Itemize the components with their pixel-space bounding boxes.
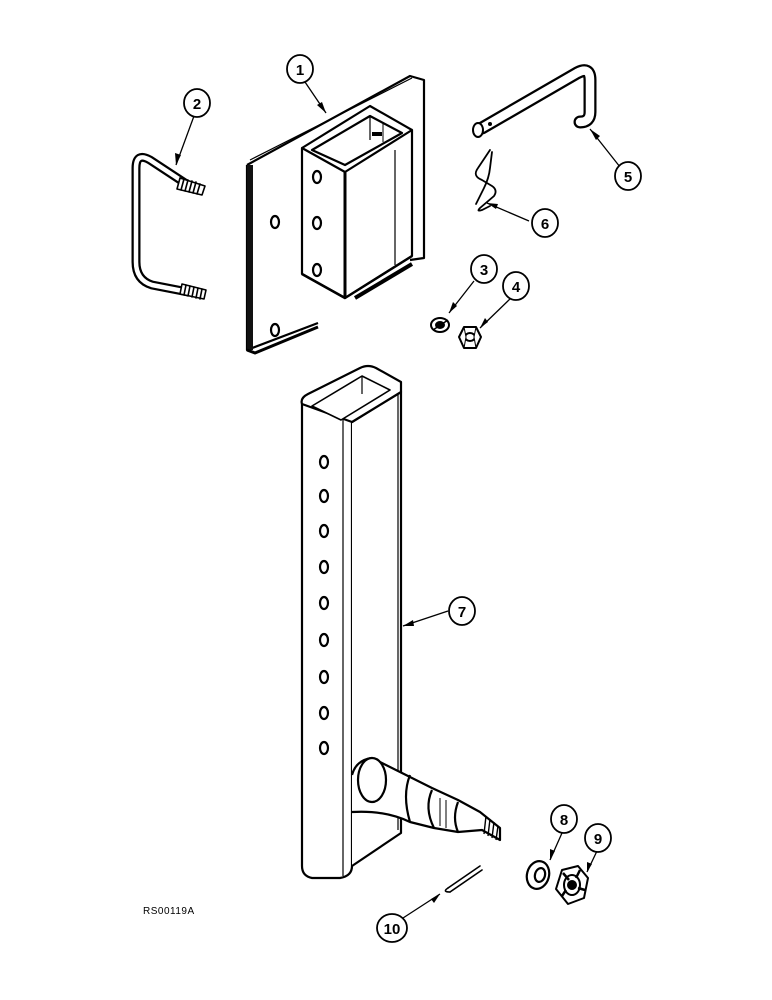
callout-9-label: 9	[594, 831, 602, 848]
mounting-plate	[245, 74, 426, 355]
u-bolt	[131, 152, 207, 300]
figure-reference-code: RS00119A	[143, 906, 195, 917]
lock-washer	[430, 317, 450, 333]
u-bolt-thread-top	[176, 177, 206, 196]
castle-nut	[555, 865, 589, 905]
callout-10-label: 10	[384, 921, 401, 938]
callout-8: 8	[550, 804, 578, 834]
callout-1-label: 1	[296, 62, 304, 79]
callout-6: 6	[531, 208, 559, 238]
callout-8-label: 8	[560, 812, 568, 829]
callout-1: 1	[286, 54, 314, 84]
leader-arrowheads	[175, 102, 600, 903]
callout-4: 4	[502, 271, 530, 301]
callout-4-label: 4	[512, 279, 521, 296]
callout-2: 2	[183, 88, 211, 118]
callout-7-label: 7	[458, 604, 466, 621]
callout-5: 5	[614, 161, 642, 191]
hitch-pin	[472, 64, 597, 138]
callout-7: 7	[448, 596, 476, 626]
u-bolt-thread-bottom	[179, 283, 207, 300]
spindle-tube	[300, 364, 502, 880]
callout-10: 10	[376, 913, 408, 943]
cotter-pin	[444, 865, 483, 893]
callout-3: 3	[470, 254, 498, 284]
hair-pin-clip	[474, 149, 497, 212]
callout-5-label: 5	[624, 169, 632, 186]
spindle-thread	[483, 815, 499, 841]
hex-nut	[458, 326, 482, 349]
callout-3-label: 3	[480, 262, 488, 279]
callout-9: 9	[584, 823, 612, 853]
flat-washer	[525, 860, 551, 890]
callout-6-label: 6	[541, 216, 549, 233]
callout-2-label: 2	[193, 96, 201, 113]
